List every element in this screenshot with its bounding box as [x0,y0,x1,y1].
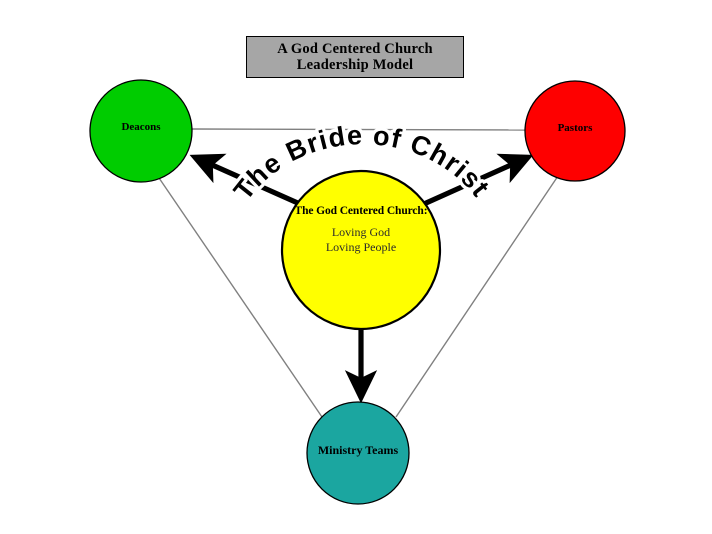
node-circle-center-church[interactable] [280,169,442,331]
connector-lines [156,128,559,418]
diagram-title-line-2: Leadership Model [296,57,414,73]
diagram-title-line-1: A God Centered Church [277,40,433,57]
connector-deacons-ministry [156,174,323,418]
diagram-title-box: A God Centered Church Leadership Model [246,36,464,78]
node-circle-pastors[interactable] [524,80,626,182]
connector-pastors-ministry [395,175,559,418]
connector-deacons-pastors [190,128,528,131]
node-circle-ministry-teams[interactable] [306,401,410,505]
node-circle-deacons[interactable] [89,79,193,183]
